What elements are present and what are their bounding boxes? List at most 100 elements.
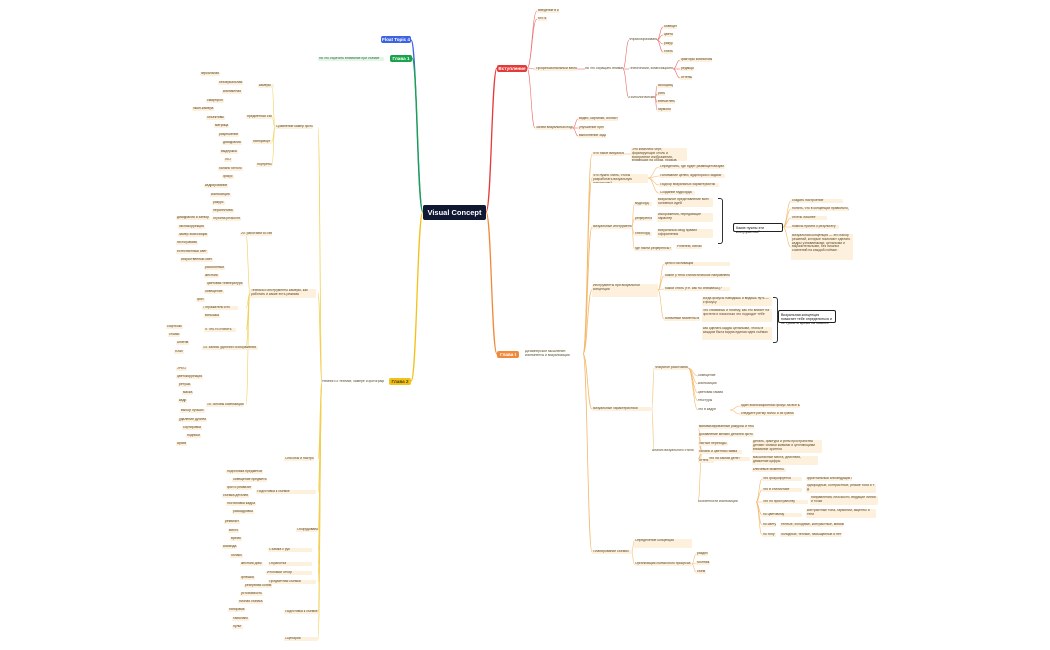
chapter2-leaf[interactable]: удаление дублей (178, 418, 208, 422)
chapter2-leaf[interactable]: замер экспозиции (178, 233, 209, 237)
chapter2-leaf[interactable]: диафрагма (222, 141, 242, 145)
chapter2-leaf[interactable]: сортировка (182, 426, 202, 430)
intro-leaf[interactable]: цвета (663, 33, 673, 37)
chapter2-leaf[interactable]: освещение предмета (232, 478, 268, 482)
chapter2-leaf[interactable]: JPEG (176, 367, 187, 371)
callout-note[interactable]: Визуальная концепция помогает тебе опред… (778, 310, 836, 325)
callout-leaf[interactable]: помочь прийти к результату (791, 225, 839, 229)
intro-leaf[interactable]: оттенки (680, 76, 692, 80)
chapter2-leaf[interactable]: таймлапс (232, 617, 250, 621)
intro-leaf[interactable]: впечатление (657, 100, 675, 104)
chapter2-topic[interactable]: Сравнение камер фото (275, 125, 313, 129)
chapter2-leaf[interactable]: штатив (176, 341, 190, 345)
chapter2-leaf[interactable]: жёсткий диск (240, 562, 263, 566)
chapter-desc[interactable]: что снимаешь и почему, как это влияет на… (702, 309, 772, 322)
chapter-leaf[interactable]: где найти референсы? (634, 247, 672, 251)
chapter2-leaf[interactable]: матрица (214, 124, 230, 128)
chapter-leaf[interactable]: Ключевые моменты в съёмке (664, 317, 700, 321)
chapter2-leaf[interactable]: беззеркальная (218, 81, 244, 85)
chapter-leaf[interactable]: стилборд (634, 232, 652, 236)
chapter2-topic[interactable]: натюрморт (252, 140, 272, 144)
chapter-leaf[interactable]: освещение (698, 374, 716, 377)
chapter-desc[interactable]: когда фокусы наводишь и видишь путь — к … (702, 297, 772, 306)
chapter2-leaf[interactable]: жёсткий (204, 274, 219, 278)
chapter2-topic[interactable]: предметная съёмка (246, 115, 272, 119)
chapter2-leaf[interactable]: зеркальная (200, 72, 221, 76)
chapter-topic[interactable]: Планирование съёмки (592, 550, 632, 554)
chapter-leaf[interactable]: Фокусное расстояние (654, 366, 688, 370)
chapter-leaf[interactable]: что в стилистике (762, 488, 802, 492)
chapter-leaf[interactable]: что на самом деле? (708, 457, 750, 461)
chapter2-leaf[interactable]: съёмка деталей (222, 494, 250, 498)
chapter2-leaf[interactable]: RAW (174, 350, 184, 354)
chapter2-topic[interactable]: 14. запись удобного изображения (202, 346, 258, 350)
chapter-leaf[interactable]: ключевые моменты (752, 468, 786, 472)
chapter2-leaf[interactable]: разрешение (218, 133, 240, 137)
chapter-leaf[interactable]: что в кадре (698, 408, 717, 411)
chapter-topic[interactable]: Что такое визуальный стиль? (592, 152, 624, 156)
chapter2-leaf[interactable]: софтбокс (166, 325, 183, 329)
chapter-leaf[interactable]: фронтальный или ведущий план (806, 477, 852, 481)
chapter-desc[interactable]: масштабные места, действия, движение циф… (752, 456, 818, 465)
chapter2-topic[interactable]: Сценарий (284, 637, 318, 641)
chapter-leaf[interactable]: Определение концепции (634, 539, 692, 548)
chapter-desc[interactable]: визуальное представление всех основных и… (657, 198, 713, 207)
intro-item[interactable]: Технический, композиционный (629, 67, 673, 70)
chapter2-leaf[interactable]: постановка кадра (226, 502, 256, 506)
chapter-leaf[interactable]: съём (696, 570, 706, 574)
intro-leaf[interactable]: улучшение бренда (578, 126, 604, 130)
chapter2-topic[interactable]: Обработка (268, 562, 312, 566)
chapter2-leaf[interactable]: ретушь (178, 383, 192, 387)
chapter-leaf[interactable]: Какое у тебя стилистическое направление? (664, 274, 730, 278)
chapter-desc[interactable]: визуальный свод правил оформления (657, 229, 713, 238)
chapter2-leaf[interactable]: фон и реквизит (226, 486, 253, 490)
chapter2-leaf[interactable]: глубина резкости (212, 217, 242, 221)
chapter2-topic[interactable]: Съемка с рук (268, 548, 312, 552)
chapter2-topic[interactable]: Подготовка к съемке (284, 610, 318, 614)
callout-note[interactable]: Какие нужны эти инструменты? (733, 223, 783, 234)
chapter-leaf[interactable]: Понимание целей, аудитории и задачи (659, 174, 725, 178)
intro-item[interactable]: Формообразование (629, 38, 657, 41)
callout-desc[interactable]: Визуальная концепция — это набор решений… (791, 234, 853, 260)
intro-leaf[interactable]: гармония (657, 108, 671, 112)
intro-leaf[interactable]: видео, картинки, иллюстрации (578, 117, 618, 121)
chapter2-leaf[interactable]: перспектива (212, 209, 234, 213)
chapter2-topic[interactable]: Способы и настройки кадра (284, 457, 314, 461)
intro-item[interactable]: Профессиональный взгляд (535, 67, 577, 71)
chapter-leaf[interactable]: добавление мелких деталей фото (698, 433, 754, 437)
chapter2-topic[interactable]: Оборудование (296, 528, 318, 532)
chapter2-leaf[interactable]: экшн-камера (192, 107, 215, 111)
intro-leaf[interactable]: ритм (657, 92, 665, 96)
chapter2-leaf[interactable]: цветовая температура (206, 282, 244, 286)
chapter-desc[interactable]: контрастные тона, гармонии, акценты и те… (806, 509, 876, 518)
intro-leaf[interactable]: ракурс (663, 42, 673, 46)
central-topic[interactable]: Visual Concept (423, 205, 486, 220)
chapter2-topic[interactable]: портреты (256, 163, 272, 167)
chapter2-leaf[interactable]: диафрагма и затвор (176, 216, 211, 220)
chapter2-leaf[interactable]: рассеянный (204, 266, 225, 270)
chapter2-leaf[interactable]: цветокоррекция (176, 375, 204, 379)
chapter2-leaf[interactable]: устойчивость (240, 592, 263, 596)
callout-leaf[interactable]: отсечь лишнее (791, 216, 827, 220)
chapter2-leaf[interactable]: раскадровка (232, 510, 254, 514)
branch-chapter1-sub[interactable]: Дизайнерское мышление: компоненты и визу… (525, 350, 570, 357)
chapter2-leaf[interactable]: облако (230, 554, 243, 558)
chapter-leaf[interactable]: минимизированные ракурсы и текстур (698, 425, 754, 429)
chapter2-leaf[interactable]: время (230, 537, 242, 541)
chapter-leaf[interactable]: баланс и цветная гамма (698, 450, 742, 454)
chapter2-leaf[interactable]: команда (222, 545, 238, 549)
callout-leaf[interactable]: создать настроение (791, 199, 843, 203)
chapter2-leaf[interactable]: искусственный свет (180, 258, 214, 262)
chapter-topic[interactable]: Инструменты при визуальной концепции (592, 284, 658, 297)
intro-leaf[interactable]: редакция (680, 67, 694, 71)
chapter-desc[interactable]: изображения, передающие характер (657, 213, 713, 222)
branch-chapter1-top[interactable]: Глава 1 (390, 55, 412, 62)
chapter-leaf[interactable]: по свету (762, 523, 776, 527)
chapter-topic[interactable]: Визуальные инструменты (592, 225, 632, 229)
branch-chapter2-sub[interactable]: Немного о технике, камере и фотографии (322, 380, 384, 383)
intro-leaf[interactable]: ассоциации (657, 84, 673, 88)
chapter2-leaf[interactable]: флешка (240, 576, 255, 580)
chapter2-topic[interactable]: Итоговый отбор (266, 571, 312, 575)
chapter-leaf[interactable]: Какой стиль (т.е. как ты снимаешь)? (664, 287, 730, 291)
chapter2-leaf[interactable]: архив (176, 442, 188, 446)
